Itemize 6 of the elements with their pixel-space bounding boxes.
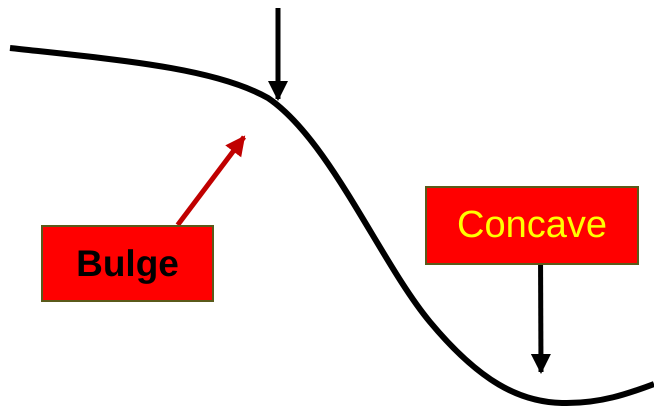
label-text: Bulge (76, 242, 179, 284)
arrow (268, 8, 288, 101)
label-text: Concave (457, 204, 607, 247)
arrow (176, 135, 246, 226)
arrow (530, 265, 551, 374)
curve-line (10, 45, 654, 406)
